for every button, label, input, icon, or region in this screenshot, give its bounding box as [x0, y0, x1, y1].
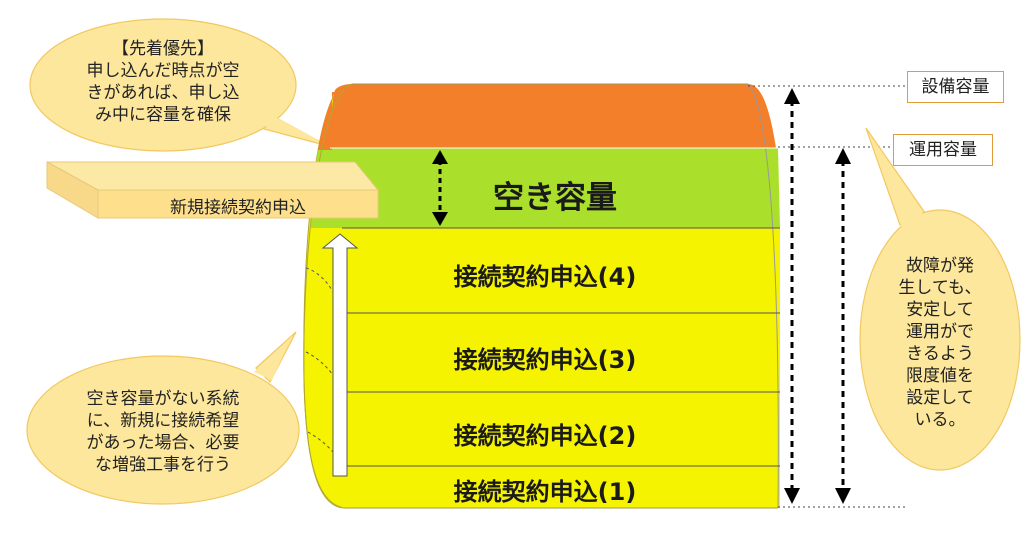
new-application-label: 新規接続契約申込 — [170, 198, 306, 218]
application-4-label: 接続契約申込(4) — [453, 263, 637, 291]
no-capacity-line-3: があった場合、必要 — [86, 433, 240, 453]
first-come-line-4: み中に容量を確保 — [95, 105, 231, 125]
margin-line-6: 限度値を — [906, 366, 974, 386]
operating-capacity-arrow — [835, 148, 851, 504]
bubble-first-come — [29, 18, 329, 152]
bubble-no-capacity — [26, 331, 300, 505]
upward-arrow — [321, 233, 359, 477]
first-come-line-3: きがあれば、申し込 — [86, 83, 240, 103]
margin-line-1: 故障が発 — [906, 256, 974, 276]
first-come-line-2: 申し込んだ時点が空 — [86, 61, 240, 81]
margin-line-7: 設定して — [906, 388, 974, 408]
no-capacity-line-1: 空き容量がない系統 — [86, 389, 240, 409]
bubble-margin — [859, 127, 1021, 471]
no-capacity-line-4: な増強工事を行う — [95, 455, 231, 475]
capacity-cylinder — [303, 83, 780, 509]
application-1-label: 接続契約申込(1) — [453, 478, 637, 506]
first-come-bubble-text: 【先着優先】 申し込んだ時点が空 きがあれば、申し込 み中に容量を確保 — [63, 38, 263, 126]
new-application-slab — [46, 161, 380, 219]
applications-region — [342, 225, 780, 508]
free-capacity-label: 空き容量 — [493, 180, 617, 216]
no-capacity-line-2: に、新規に接続希望 — [86, 411, 240, 431]
margin-bubble-text: 故障が発 生しても、 安定して 運用がで きるよう 限度値を 設定して いる。 — [885, 255, 995, 431]
no-capacity-bubble-text: 空き容量がない系統 に、新規に接続希望 があった場合、必要 な増強工事を行う — [58, 388, 268, 476]
equipment-band — [330, 84, 776, 148]
margin-line-4: 運用がで — [906, 322, 974, 342]
margin-line-3: 安定して — [906, 300, 974, 320]
application-3-label: 接続契約申込(3) — [453, 346, 637, 374]
operating-capacity-label: 運用容量 — [893, 134, 993, 166]
equipment-capacity-label: 設備容量 — [907, 71, 1004, 103]
free-capacity-arrow — [432, 150, 448, 226]
equipment-capacity-arrow — [784, 88, 800, 504]
margin-line-2: 生しても、 — [898, 278, 982, 298]
free-capacity-band — [330, 148, 780, 228]
application-2-label: 接続契約申込(2) — [453, 422, 637, 450]
margin-line-5: きるよう — [906, 344, 974, 364]
first-come-line-1: 【先着優先】 — [112, 39, 214, 59]
margin-line-8: いる。 — [914, 410, 966, 430]
